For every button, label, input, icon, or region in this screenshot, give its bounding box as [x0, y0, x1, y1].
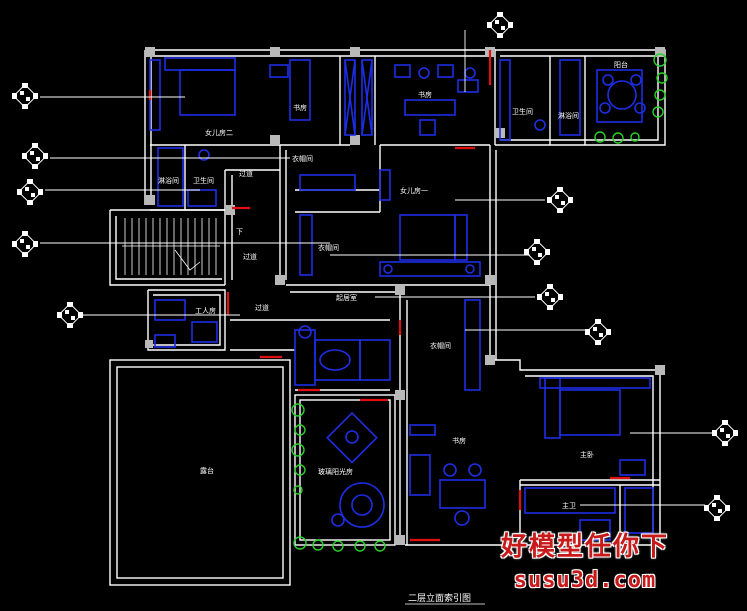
columns [145, 47, 665, 545]
room-label-master-bedroom: 主卧 [580, 450, 594, 459]
room-label-sunroom: 玻璃阳光房 [318, 467, 353, 476]
room-label-daughter-room-2: 女儿房二 [205, 128, 233, 137]
room-label-shower-left: 淋浴间 [158, 176, 179, 185]
room-label-cloak-3: 衣帽间 [430, 341, 451, 350]
room-labels: 女儿房二 书房 书房 衣帽间 淋浴间 卫生间 过道 女儿房一 衣帽间 过道 工人… [158, 60, 628, 510]
greenery [291, 53, 668, 552]
openings [148, 50, 630, 542]
stair-down-label: 下 [236, 228, 243, 236]
room-label-study-bottom: 书房 [452, 436, 466, 445]
room-label-balcony: 阳台 [614, 60, 628, 69]
room-label-cloak-1: 衣帽间 [292, 154, 313, 163]
room-label-shower-right: 淋浴间 [558, 111, 579, 120]
watermark-site: susu3d.com [513, 568, 657, 593]
drawing-title: 二层立面索引图 [408, 592, 471, 604]
room-label-cloak-2: 衣帽间 [318, 243, 339, 252]
room-label-passage-2: 过道 [243, 252, 257, 261]
room-label-study-top2: 书房 [418, 90, 432, 99]
room-label-maid-room: 工人房 [195, 306, 216, 315]
room-label-bath-left: 卫生间 [193, 176, 214, 185]
room-label-living-room: 起居室 [336, 293, 357, 302]
room-label-daughter-room-1: 女儿房一 [400, 186, 428, 195]
staircase [122, 218, 220, 275]
room-label-master-bath: 主卫 [562, 501, 576, 510]
room-label-passage-3: 过道 [255, 303, 269, 312]
room-label-passage-1: 过道 [239, 169, 253, 178]
room-label-study-top: 书房 [293, 103, 307, 112]
furniture [149, 57, 654, 541]
room-label-bath-right: 卫生间 [512, 107, 533, 116]
leader-lines [40, 30, 715, 506]
room-label-terrace: 露台 [200, 466, 214, 475]
watermark-slogan: 好模型任你下 [500, 532, 669, 562]
